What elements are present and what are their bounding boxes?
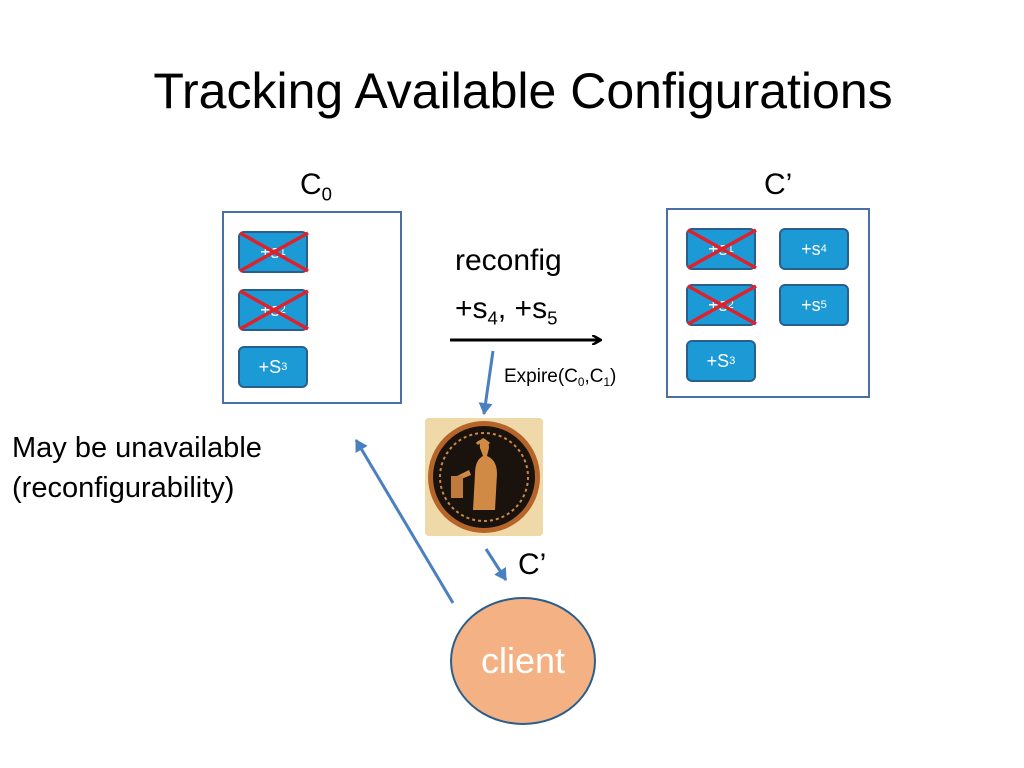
note-line-1: May be unavailable bbox=[12, 432, 262, 464]
availability-note: May be unavailable (reconfigurability) bbox=[12, 428, 262, 508]
oracle-figure-icon bbox=[425, 418, 543, 536]
reconfig-label: reconfig bbox=[455, 244, 562, 277]
config-label-c0: C0 bbox=[300, 168, 333, 205]
expire-label: Expire(C0,C1) bbox=[504, 366, 617, 390]
note-line-2: (reconfigurability) bbox=[12, 472, 235, 504]
client-to-note-arrow bbox=[354, 439, 455, 604]
crossed-out-s2-marker bbox=[239, 289, 309, 331]
slide-title: Tracking Available Configurations bbox=[153, 63, 893, 119]
client-config-label: C’ bbox=[518, 548, 547, 581]
config-label-c-prime: C’ bbox=[764, 168, 793, 201]
crossed-out-s1-marker bbox=[687, 228, 757, 270]
config-to-client-arrow bbox=[484, 548, 508, 581]
expire-arrow bbox=[478, 350, 495, 415]
client-node: client bbox=[450, 597, 596, 725]
reconfig-servers-label: +s4, +s5 bbox=[455, 292, 558, 329]
crossed-out-s2-marker bbox=[687, 284, 757, 326]
oracle-urn-image bbox=[425, 418, 543, 536]
crossed-out-s1-marker bbox=[239, 231, 309, 273]
client-label: client bbox=[480, 640, 566, 681]
